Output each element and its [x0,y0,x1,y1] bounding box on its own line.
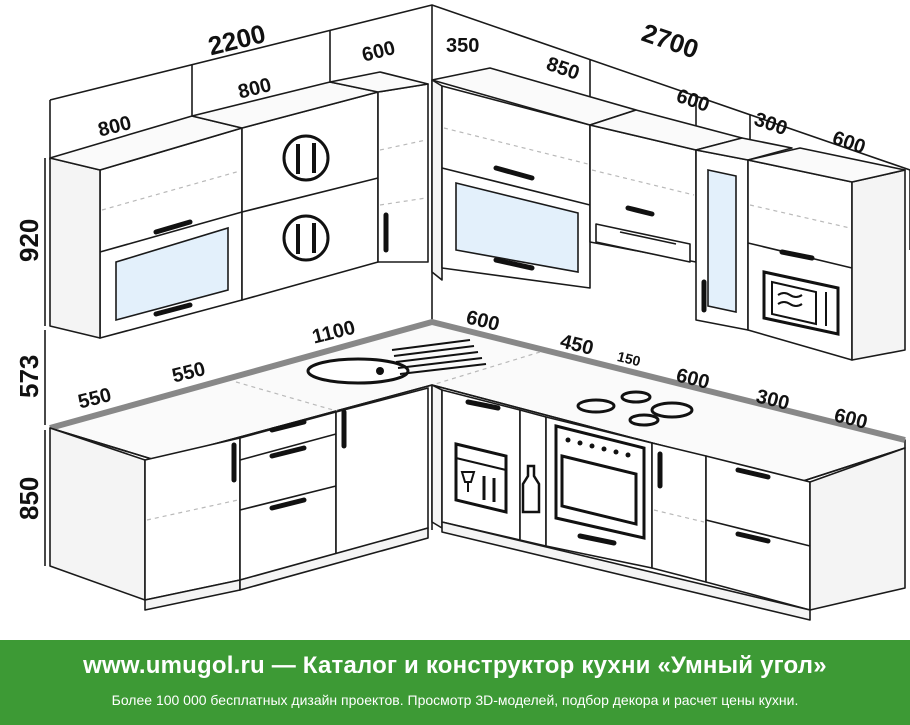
dim-upper-right-1: 350 [446,35,479,57]
oven-icon [554,424,646,540]
cutlery-icon [282,134,330,182]
range-hood [595,223,691,263]
upper-cabinet-right-microwave [747,147,906,361]
dim-overall-right: 2700 [638,17,702,64]
cooktop [576,390,694,427]
upper-cabinet-left-1 [49,115,243,339]
upper-cabinet-right-tall-glass [695,137,793,331]
upper-cabinet-right-1 [431,67,637,289]
dim-base-right-3: 150 [616,348,643,369]
dishwasher-icon [454,442,508,514]
footer-title: www.umugol.ru — Каталог и конструктор ку… [83,652,827,679]
sink [306,339,487,385]
dim-upper-right-3: 600 [674,85,713,117]
upper-cabinet-left-corner [329,71,429,263]
dim-height-splash: 573 [14,355,44,398]
footer-banner: www.umugol.ru — Каталог и конструктор ку… [0,640,910,725]
dim-upper-right-5: 600 [830,127,869,159]
dim-upper-right-4: 300 [751,108,790,140]
dim-overall-left: 2200 [205,18,268,61]
base-cabinets-left [49,387,429,611]
cutlery-icon-2 [282,214,330,262]
kitchen-drawing: 2200 2700 800 800 600 350 850 600 300 60… [14,4,910,621]
dim-height-upper: 920 [14,219,44,262]
dim-height-base: 850 [14,477,44,520]
dim-upper-right-2: 850 [544,53,583,85]
footer-subtitle: Более 100 000 бесплатных дизайн проектов… [111,692,799,708]
microwave-icon [762,270,840,336]
bottle-icon [521,464,541,514]
upper-cabinet-left-2 [191,81,379,301]
dim-upper-left-3: 600 [360,37,398,66]
